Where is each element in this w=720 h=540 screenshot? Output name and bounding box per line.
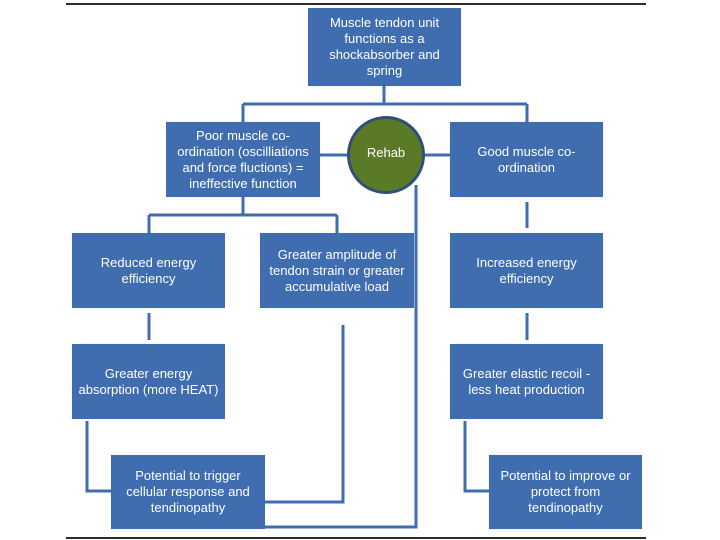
- node-trigger-tendinopathy: Potential to trigger cellular response a…: [111, 455, 265, 529]
- node-increased-efficiency: Increased energy efficiency: [450, 233, 603, 308]
- edge-rehab-trigger: [265, 185, 418, 529]
- top-divider: [66, 3, 646, 5]
- node-poor-coordination: Poor muscle co-ordination (oscilliations…: [166, 122, 320, 197]
- node-energy-absorption: Greater energy absorption (more HEAT): [72, 344, 225, 419]
- node-reduced-efficiency: Reduced energy efficiency: [72, 233, 225, 308]
- node-protect-tendinopathy: Potential to improve or protect from ten…: [489, 455, 642, 529]
- edge-absorption-trigger: [85, 421, 111, 493]
- node-rehab: Rehab: [347, 116, 425, 194]
- edge-amplitude-trigger: [265, 325, 345, 504]
- node-greater-amplitude: Greater amplitude of tendon strain or gr…: [260, 233, 414, 308]
- node-root: Muscle tendon unit functions as a shocka…: [308, 8, 461, 86]
- node-good-coordination: Good muscle co-ordination: [450, 122, 603, 197]
- edge-recoil-protect: [463, 421, 489, 493]
- node-elastic-recoil: Greater elastic recoil - less heat produ…: [450, 344, 603, 419]
- bottom-divider: [66, 537, 646, 539]
